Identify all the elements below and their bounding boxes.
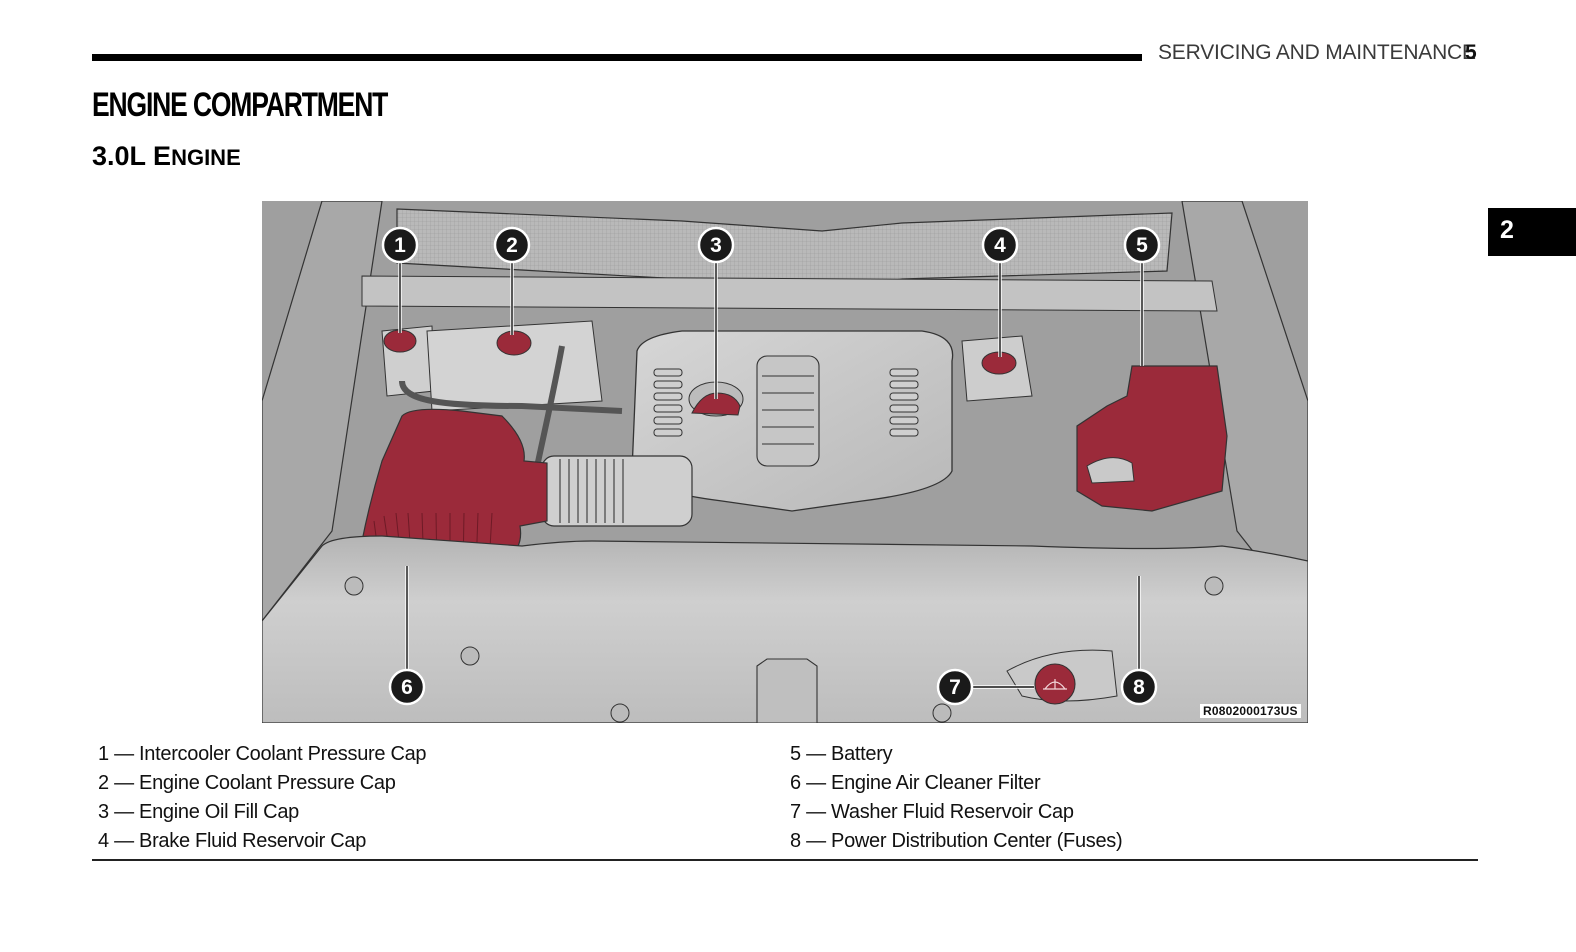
callout-7: 7 <box>936 668 974 706</box>
callout-4: 4 <box>981 226 1019 264</box>
cowl-screen <box>396 208 1173 292</box>
callout-8-label: 8 <box>1133 676 1145 699</box>
coolant-cap <box>496 330 532 356</box>
legend-item: 3 — Engine Oil Fill Cap <box>98 801 299 823</box>
callout-5-label: 5 <box>1136 234 1148 257</box>
intake-bellows <box>559 459 624 523</box>
callout-1-label: 1 <box>394 234 406 257</box>
cowl-rail <box>361 275 1218 312</box>
intercooler-cap <box>383 329 417 353</box>
chapter-tab[interactable]: 2 <box>1488 208 1576 256</box>
page-number: 5 <box>1465 41 1477 64</box>
hose <box>399 380 623 414</box>
engine-compartment-illustration: 1 2 3 4 5 6 7 8 <box>262 201 1308 723</box>
legend-item: 2 — Engine Coolant Pressure Cap <box>98 772 396 794</box>
bolt <box>344 576 364 596</box>
figure-id: R0802000173US <box>1200 704 1301 718</box>
callout-2-label: 2 <box>506 234 518 257</box>
bolt <box>932 703 952 723</box>
washer-symbol-icon <box>1043 679 1067 690</box>
left-fender <box>262 201 383 622</box>
callout-3: 3 <box>697 226 735 264</box>
callout-4-label: 4 <box>994 234 1006 257</box>
engine-cover-vents-right <box>889 368 919 437</box>
legend-item: 1 — Intercooler Coolant Pressure Cap <box>98 743 427 765</box>
section-title: SERVICING AND MAINTENANCE <box>1158 41 1476 64</box>
callout-7-label: 7 <box>949 676 961 699</box>
callout-8: 8 <box>1120 668 1158 706</box>
callout-5: 5 <box>1123 226 1161 264</box>
hood-latch <box>756 658 818 723</box>
callout-3-label: 3 <box>710 234 722 257</box>
callout-1: 1 <box>381 226 419 264</box>
subtitle-smallcaps: NGINE <box>171 145 241 170</box>
engine-cover-vents-left <box>653 368 683 437</box>
legend-item: 6 — Engine Air Cleaner Filter <box>790 772 1041 794</box>
legend-item: 5 — Battery <box>790 743 893 765</box>
legend-bottom-rule <box>92 859 1478 861</box>
legend-item: 8 — Power Distribution Center (Fuses) <box>790 830 1123 852</box>
coolant-reservoir <box>426 320 603 412</box>
legend-right-column: 5 — Battery 6 — Engine Air Cleaner Filte… <box>790 740 1123 856</box>
engine-cover-vent-center <box>756 355 820 467</box>
battery-clamp <box>1086 457 1135 484</box>
bolt <box>610 703 630 723</box>
engine-cover-ribs <box>762 375 814 445</box>
legend-item: 4 — Brake Fluid Reservoir Cap <box>98 830 367 852</box>
header-rule <box>92 54 1142 61</box>
page-title: ENGINE COMPARTMENT <box>92 86 388 124</box>
bolt <box>1204 576 1224 596</box>
bolt <box>460 646 480 666</box>
intake-duct <box>541 455 693 527</box>
subtitle-main: 3.0L E <box>92 141 172 171</box>
page-subtitle: 3.0L ENGINE <box>92 141 241 172</box>
legend-left-column: 1 — Intercooler Coolant Pressure Cap 2 —… <box>98 740 427 856</box>
callout-2: 2 <box>493 226 531 264</box>
callout-6: 6 <box>388 668 426 706</box>
callout-6-label: 6 <box>401 676 413 699</box>
legend-item: 7 — Washer Fluid Reservoir Cap <box>790 801 1074 823</box>
chapter-tab-number: 2 <box>1500 216 1514 244</box>
air-cleaner-box <box>361 408 548 577</box>
